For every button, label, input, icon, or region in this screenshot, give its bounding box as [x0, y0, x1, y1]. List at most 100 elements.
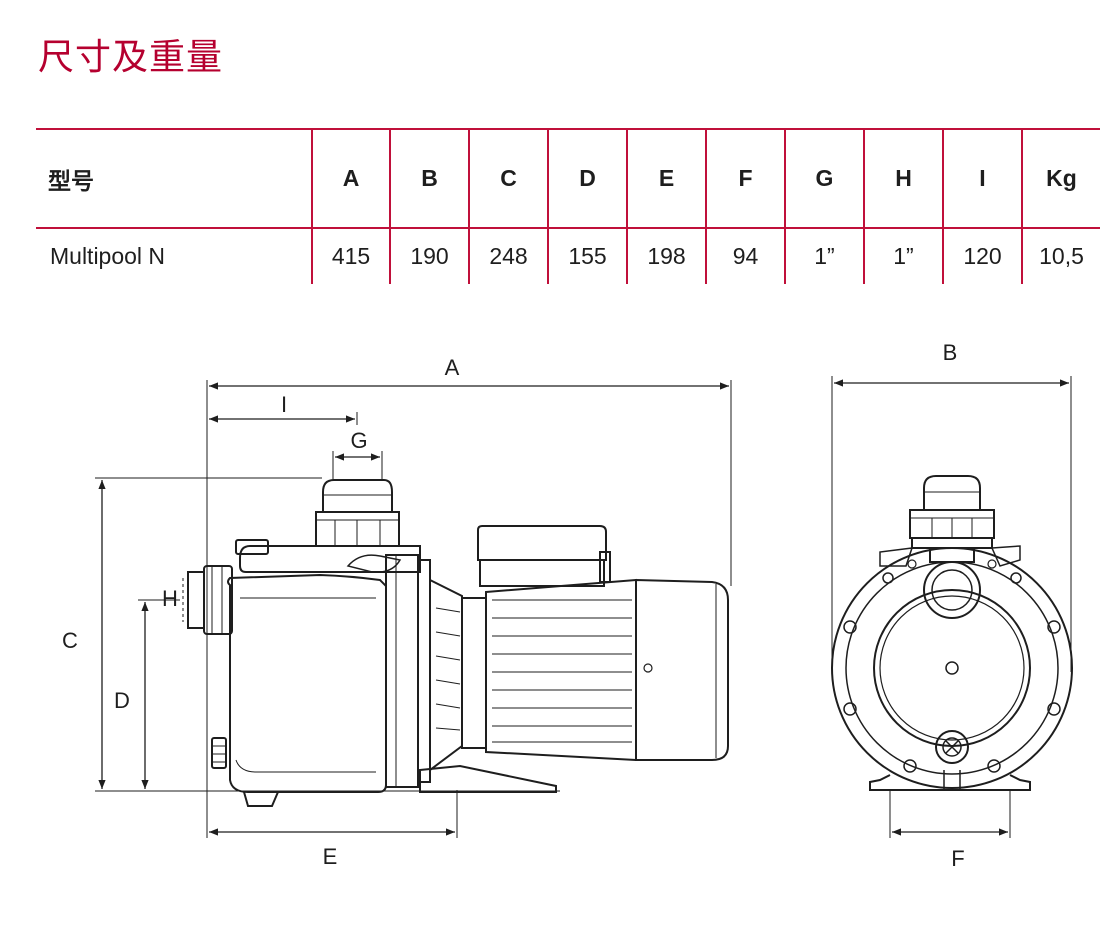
motor-front-ring	[461, 597, 487, 749]
fitting-base	[929, 547, 975, 563]
front-view-drawing	[831, 376, 1073, 838]
shaft-icon	[945, 661, 959, 675]
table-divider	[942, 128, 944, 284]
table-divider	[547, 128, 549, 284]
side-view-drawing	[95, 380, 732, 838]
column-header-e: E	[658, 165, 675, 191]
table-header-rule	[36, 227, 1100, 229]
outlet-pipe	[322, 479, 393, 512]
fin	[435, 679, 461, 685]
table-divider	[705, 128, 707, 284]
lid-clamp	[346, 554, 402, 573]
fin	[435, 655, 461, 661]
prefilter-body	[227, 573, 387, 793]
bolt-icon	[882, 572, 894, 584]
base-plate	[419, 764, 557, 793]
pump-flange	[385, 554, 419, 788]
dimension-label-e: E	[323, 844, 338, 869]
page-title: 尺寸及重量	[38, 37, 224, 78]
column-header-c: C	[500, 165, 517, 191]
value-kg: 10,5	[1039, 243, 1084, 269]
value-h: 1”	[893, 243, 914, 269]
fin	[435, 631, 461, 637]
motor-face	[873, 589, 1031, 747]
side-lug	[879, 547, 914, 567]
fin	[435, 727, 461, 731]
inlet-nozzle	[203, 565, 233, 635]
bolt-icon	[907, 559, 917, 569]
value-e: 198	[647, 243, 686, 269]
table-divider	[1021, 128, 1023, 284]
dimensions-table: 型号 A B C D E F G H I Kg Multipool N 415 …	[36, 128, 1100, 284]
drain-plug	[211, 737, 227, 769]
fan-cover	[635, 578, 729, 761]
bolt-icon	[987, 759, 1001, 773]
value-f: 94	[732, 243, 759, 269]
front-base	[869, 774, 1031, 791]
value-g: 1”	[814, 243, 835, 269]
table-divider	[468, 128, 470, 284]
value-b: 190	[410, 243, 449, 269]
column-header-h: H	[895, 165, 912, 191]
column-header-d: D	[579, 165, 596, 191]
bolt-icon	[1047, 620, 1061, 634]
lid	[239, 545, 421, 573]
motor-housing	[485, 578, 637, 762]
table-divider	[389, 128, 391, 284]
bolt-icon	[843, 702, 857, 716]
table-divider	[863, 128, 865, 284]
dimension-label-d: D	[114, 688, 130, 713]
motor-bracket	[429, 578, 463, 772]
dimension-label-g: G	[350, 428, 367, 453]
cable-gland	[599, 551, 611, 583]
terminal-box-lid	[477, 525, 607, 561]
bolt-icon	[987, 559, 997, 569]
table-divider	[626, 128, 628, 284]
bolt-icon	[903, 759, 917, 773]
column-header-g: G	[815, 165, 834, 191]
column-header-a: A	[342, 165, 360, 191]
column-header-f: F	[738, 165, 753, 191]
value-i: 120	[963, 243, 1002, 269]
dimension-label-b: B	[943, 340, 958, 365]
drain-port-inner	[942, 737, 962, 757]
motor-face-inner	[879, 595, 1025, 741]
front-view-labels: B F	[943, 340, 965, 871]
outlet-port-inner	[931, 569, 973, 611]
table-divider	[311, 128, 313, 284]
dimension-label-a: A	[445, 355, 460, 380]
table-divider	[784, 128, 786, 284]
column-header-i: I	[979, 165, 986, 191]
value-d: 155	[568, 243, 607, 269]
drain-plug-icon	[945, 740, 959, 754]
screw-icon	[643, 663, 653, 673]
dimension-label-f: F	[951, 846, 964, 871]
model-column-header: 型号	[48, 168, 94, 195]
bolt-icon	[1047, 702, 1061, 716]
base-support	[943, 770, 961, 790]
flange-ring	[417, 559, 431, 783]
dimension-label-h: H	[162, 586, 178, 611]
front-foot	[243, 791, 279, 807]
fin	[435, 703, 461, 709]
flange-ring	[845, 561, 1059, 775]
table-top-rule	[36, 128, 1100, 130]
dimension-label-i: I	[281, 392, 287, 417]
column-header-b: B	[421, 165, 438, 191]
drain-port	[935, 730, 969, 764]
side-lug	[990, 545, 1021, 567]
body-detail	[235, 759, 376, 773]
model-name-cell: Multipool N	[50, 243, 166, 269]
fin	[435, 607, 461, 613]
lid-knob	[235, 539, 269, 555]
bolt-icon	[1010, 572, 1022, 584]
inlet-nozzle	[187, 571, 205, 629]
value-c: 248	[489, 243, 528, 269]
fitting-collar	[911, 537, 993, 549]
front-outlet-pipe	[923, 475, 981, 510]
outer-flange-ring	[831, 547, 1073, 789]
side-view-labels: A I G C D H E	[62, 355, 460, 869]
value-a: 415	[331, 243, 371, 269]
dimension-label-c: C	[62, 628, 78, 653]
